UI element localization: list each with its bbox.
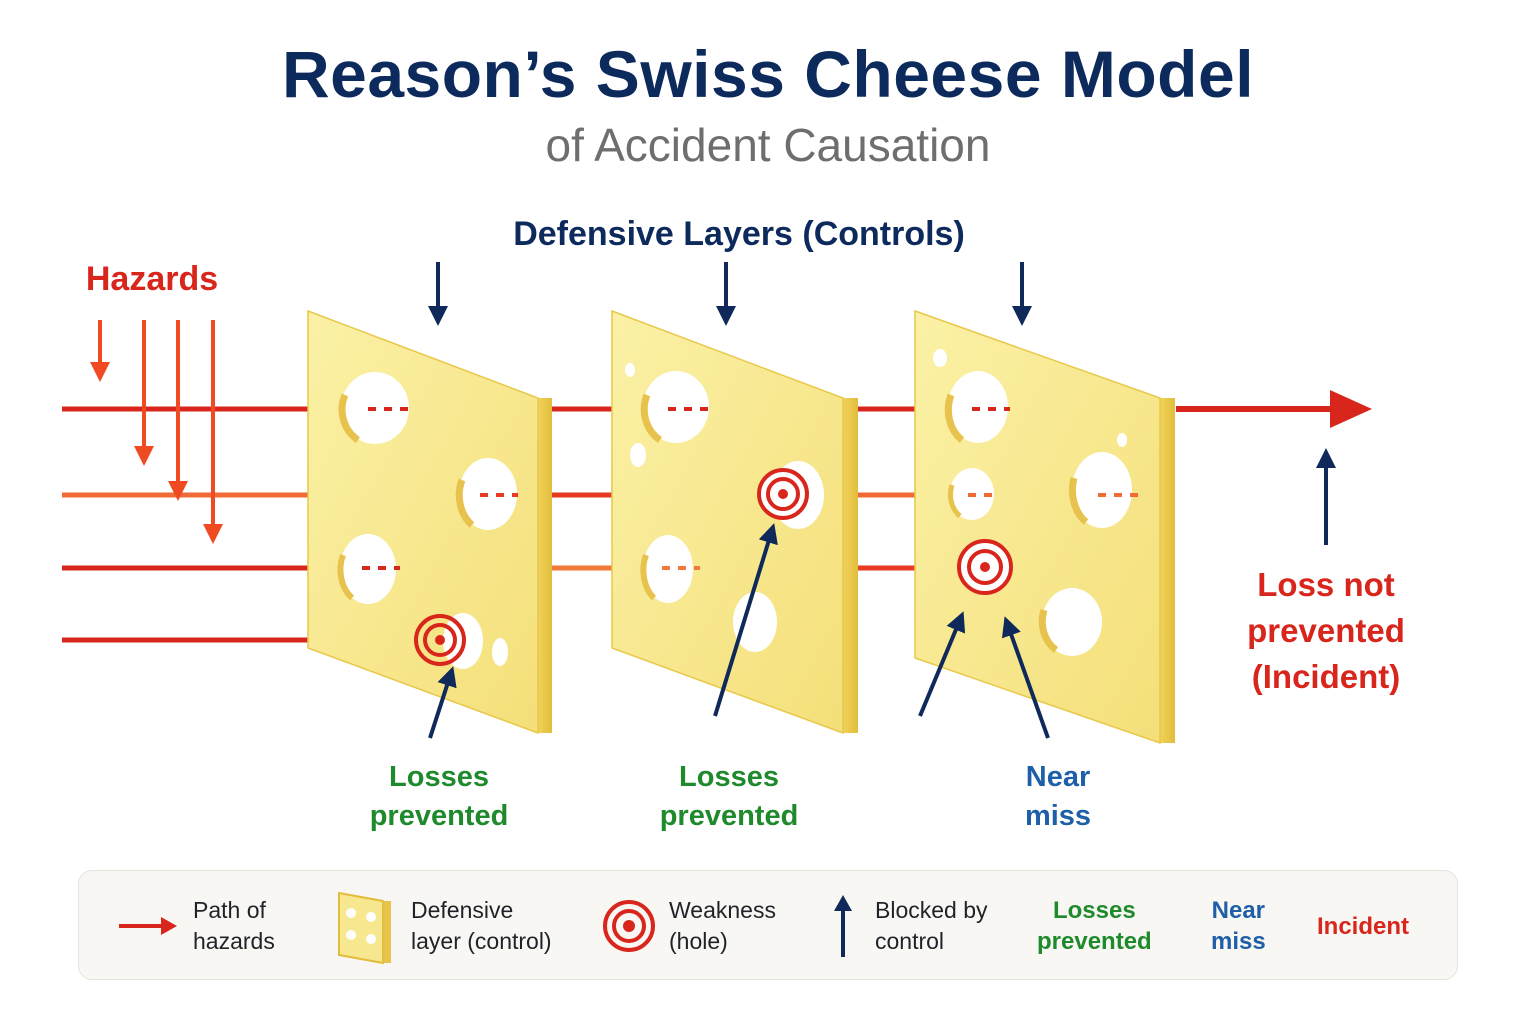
legend-path-line1: Path of [193, 897, 266, 923]
legend: Path of hazards Defensive layer (control… [78, 870, 1458, 980]
cheese-icon [335, 887, 395, 965]
outcome-incident-line1: Loss not [1257, 566, 1395, 603]
legend-losses-line1: Losses [1052, 897, 1136, 924]
legend-path-of-hazards: Path of hazards [117, 871, 275, 981]
page-subtitle: of Accident Causation [545, 119, 991, 171]
swiss-cheese-diagram: Defensive Layers (Controls) Hazards Loss… [62, 215, 1405, 832]
outcome-incident-line3: (Incident) [1252, 658, 1400, 695]
outcome-near-miss-line2: miss [1025, 800, 1091, 832]
legend-weakness-line1: Weakness [669, 897, 776, 923]
legend-incident: Incident [1317, 871, 1409, 981]
legend-path-line2: hazards [193, 928, 275, 954]
legend-blocked-line1: Blocked by [875, 897, 988, 923]
legend-losses-prevented: Losses prevented [1037, 871, 1152, 981]
legend-near-line2: miss [1211, 928, 1266, 955]
cheese-layer-3 [914, 309, 1175, 745]
page-title: Reason’s Swiss Cheese Model [281, 37, 1255, 111]
legend-incident-label: Incident [1317, 912, 1410, 940]
legend-near-miss: Near miss [1211, 871, 1266, 981]
target-icon [601, 898, 657, 954]
incident-path [1176, 390, 1372, 428]
cheese-layer-2 [611, 309, 858, 735]
legend-layer-line1: Defensive [411, 897, 514, 923]
legend-losses-line2: prevented [1037, 928, 1152, 955]
legend-defensive-layer: Defensive layer (control) [335, 871, 552, 981]
outcome-losses-prevented-2-line2: prevented [660, 800, 799, 832]
legend-blocked: Blocked by control [831, 871, 988, 981]
legend-weakness-line2: (hole) [669, 928, 728, 954]
weakness-target-2 [757, 468, 809, 520]
weakness-target-1 [414, 614, 466, 666]
red-arrow-icon [117, 914, 179, 938]
outcome-losses-prevented-1-line1: Losses [389, 761, 489, 793]
control-arrows [428, 262, 1336, 739]
hazards-label: Hazards [86, 260, 218, 298]
hazard-arrows [90, 320, 223, 544]
layers-label: Defensive Layers (Controls) [513, 215, 965, 253]
outcome-incident-line2: prevented [1247, 612, 1405, 649]
outcome-losses-prevented-2-line1: Losses [679, 761, 779, 793]
weakness-target-3 [957, 539, 1013, 595]
legend-near-line1: Near [1211, 897, 1266, 924]
outcome-near-miss-line1: Near [1026, 761, 1091, 793]
legend-blocked-line2: control [875, 928, 945, 954]
legend-layer-line2: layer (control) [411, 928, 552, 954]
cheese-layer-1 [307, 309, 552, 735]
navy-up-arrow-icon [831, 893, 855, 959]
outcome-losses-prevented-1-line2: prevented [370, 800, 509, 832]
legend-weakness: Weakness (hole) [601, 871, 776, 981]
